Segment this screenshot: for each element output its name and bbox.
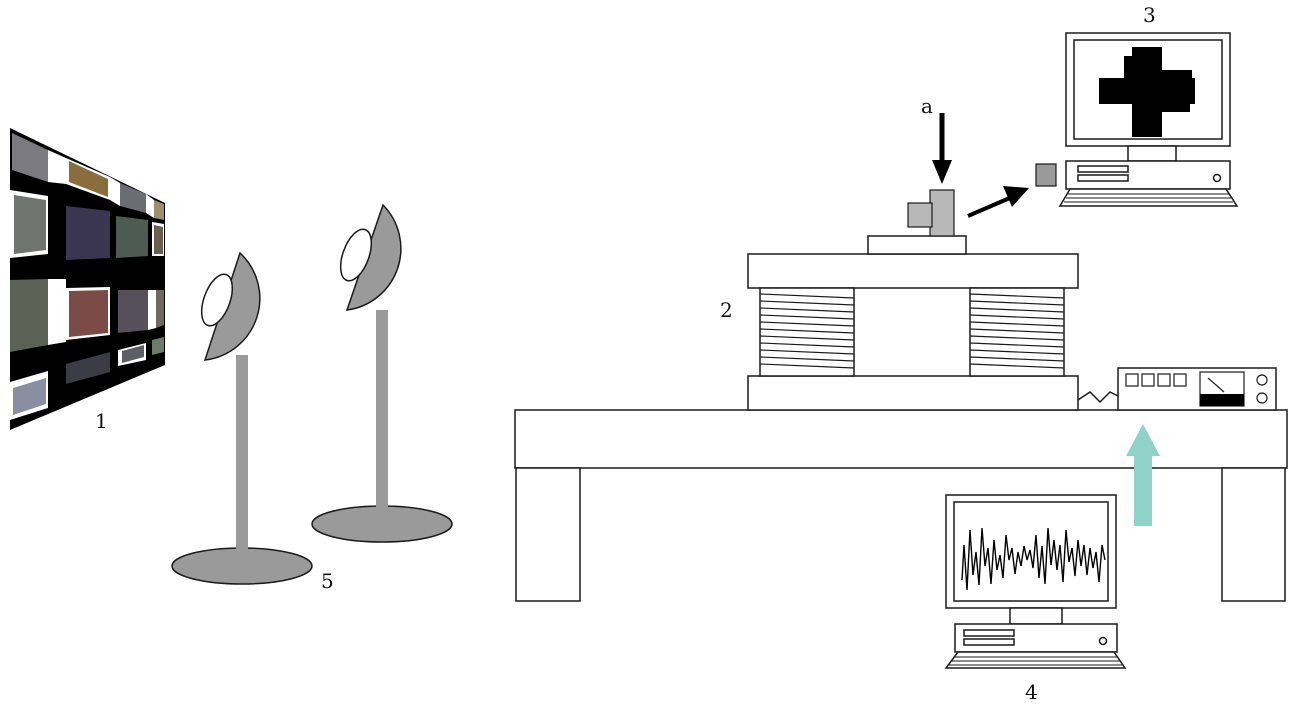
generator-button-2 bbox=[1142, 374, 1154, 386]
camera-mount bbox=[868, 236, 966, 254]
table-leg-right bbox=[1222, 468, 1285, 601]
camera-body bbox=[930, 190, 954, 236]
lamp-right bbox=[312, 205, 452, 542]
generator-meter-fill bbox=[1200, 394, 1244, 406]
arrow-camera-to-sensor bbox=[968, 186, 1029, 216]
generator-button-3 bbox=[1158, 374, 1170, 386]
generator-button-4 bbox=[1174, 374, 1186, 386]
platform-bottom-plate bbox=[748, 376, 1078, 410]
computer-3-drive-2 bbox=[1078, 175, 1128, 181]
generator-cable bbox=[1078, 392, 1118, 402]
image-wall bbox=[10, 128, 165, 430]
lamp-right-pole bbox=[376, 310, 388, 524]
table bbox=[515, 410, 1287, 601]
lamp-left bbox=[172, 253, 312, 584]
lamp-left-pole bbox=[236, 355, 248, 565]
platform-top-plate bbox=[748, 254, 1078, 288]
camera-lens bbox=[908, 203, 932, 227]
computer-3-power-button bbox=[1214, 175, 1221, 182]
computer-4-case bbox=[955, 624, 1117, 652]
label-3: 3 bbox=[1143, 3, 1156, 27]
computer-4-neck bbox=[1010, 608, 1062, 624]
generator-knob-1 bbox=[1257, 375, 1267, 385]
computer-4-drive-1 bbox=[964, 630, 1014, 636]
computer-4-keyboard bbox=[946, 652, 1125, 668]
label-5: 5 bbox=[321, 569, 334, 593]
computer-4-power-button bbox=[1100, 638, 1107, 645]
table-top bbox=[515, 410, 1287, 468]
label-4: 4 bbox=[1025, 680, 1038, 704]
signal-generator bbox=[1078, 368, 1276, 410]
arrow-a bbox=[932, 113, 952, 184]
label-a: a bbox=[921, 94, 933, 118]
label-2: 2 bbox=[720, 298, 733, 322]
generator-button-1 bbox=[1126, 374, 1138, 386]
generator-knob-2 bbox=[1257, 393, 1267, 403]
computer-3-drive-1 bbox=[1078, 166, 1128, 172]
sensor-box bbox=[1036, 164, 1056, 186]
label-1: 1 bbox=[95, 409, 108, 433]
computer-4-drive-2 bbox=[964, 639, 1014, 645]
table-leg-left bbox=[516, 468, 580, 601]
computer-4 bbox=[946, 495, 1125, 668]
shaker-platform bbox=[748, 190, 1078, 410]
computer-3-neck bbox=[1128, 146, 1176, 161]
